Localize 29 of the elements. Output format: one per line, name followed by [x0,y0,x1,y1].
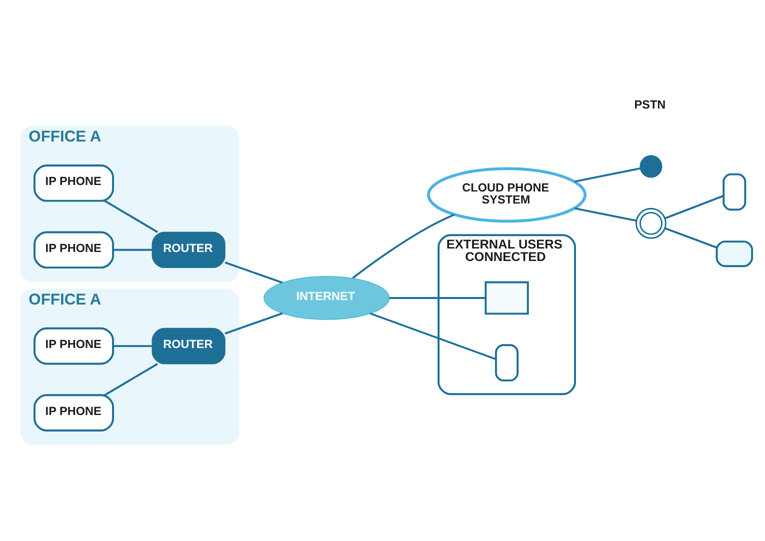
node-box: IP PHONE [34,394,114,432]
connector [104,200,158,233]
node-circle [640,155,662,178]
connector [574,168,640,182]
node-ellipse: CLOUD PHONE SYSTEM [426,167,587,223]
node-box [495,344,519,382]
label: PSTN [634,98,666,112]
node-circle [636,208,666,239]
connector [664,227,718,248]
connector [113,345,152,348]
node-box: ROUTER [152,328,226,364]
node-box [716,240,754,268]
node-box [484,281,529,315]
connector [352,214,455,279]
connector [389,297,486,299]
node-box: IP PHONE [34,327,114,365]
connector [113,248,152,251]
node-box: IP PHONE [34,164,114,202]
connector [224,312,283,334]
node-ellipse: INTERNET [264,276,390,320]
node-box: ROUTER [152,232,226,268]
connector [664,195,724,220]
connector [370,312,496,360]
connector [574,207,637,222]
node-box: IP PHONE [34,231,114,269]
connector [224,261,283,284]
node-box [722,173,746,211]
cluster: EXTERNAL USERS CONNECTED [438,234,576,396]
connector [104,363,158,396]
